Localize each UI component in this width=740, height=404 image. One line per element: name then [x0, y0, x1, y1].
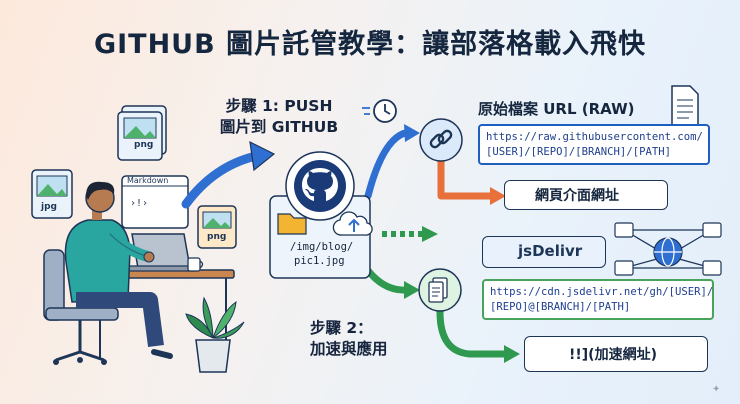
jpg-label: jpg	[41, 202, 57, 212]
jsdelivr-badge	[482, 236, 606, 268]
png-label-right: png	[207, 232, 227, 242]
person-at-desk-illustration	[43, 181, 235, 365]
jsdelivr-url-box[interactable]: https://cdn.jsdelivr.net/gh/[USER]/ [REP…	[482, 279, 714, 320]
markdown-title: Markdown	[127, 176, 169, 185]
web-url-label: 網頁介面網址	[535, 188, 619, 204]
step1-label: 步驟 1: PUSH 圖片到 GITHUB	[214, 96, 344, 138]
png-file-icon-top	[117, 105, 167, 161]
raw-url-line2: [USER]/[REPO]/[BRANCH]/[PATH]	[486, 145, 671, 158]
step1-line2: 圖片到 GITHUB	[219, 118, 339, 136]
repo-path-line2: pic1.jpg	[294, 255, 345, 267]
png-label-top: png	[134, 140, 154, 150]
final-accelerated-url-pill: !!](加速網址)	[524, 336, 708, 372]
jpg-file-icon	[31, 169, 73, 219]
link-icon	[419, 118, 463, 162]
step2-label: 步驟 2： 加速與應用	[310, 318, 430, 360]
repo-path: /img/blog/ pic1.jpg	[290, 240, 353, 268]
sparkle-watermark-icon: ✦	[712, 384, 721, 395]
plant-illustration	[185, 296, 245, 373]
web-url-pill: 網頁介面網址	[504, 180, 668, 210]
cdn-network-icon	[614, 222, 722, 276]
folder-icon	[277, 213, 307, 235]
step2-line1: 步驟 2：	[310, 319, 373, 337]
page-title: GITHUB 圖片託管教學：讓部落格載入飛快	[93, 29, 647, 60]
final-label: !!](加速網址)	[569, 347, 657, 363]
raw-url-box[interactable]: https://raw.githubusercontent.com/ [USER…	[478, 124, 710, 165]
github-logo-icon	[285, 151, 355, 221]
document-copy-icon	[418, 268, 462, 312]
step2-line2: 加速與應用	[310, 340, 388, 358]
raw-file-document-icon	[671, 85, 699, 127]
markdown-snippet: ›!›	[130, 198, 149, 209]
repo-path-line1: /img/blog/	[290, 241, 354, 253]
clock-icon	[362, 99, 397, 123]
jsdelivr-url-line2: [REPO]@[BRANCH]/[PATH]	[490, 300, 631, 313]
raw-section-title: 原始檔案 URL (RAW)	[478, 100, 635, 118]
step1-line1: 步驟 1: PUSH	[225, 97, 333, 115]
raw-url-line1: https://raw.githubusercontent.com/	[486, 131, 703, 143]
jsdelivr-url-line1: https://cdn.jsdelivr.net/gh/[USER]/	[490, 286, 714, 298]
png-file-icon-right	[197, 205, 237, 249]
jsdelivr-name: jsDelivr	[518, 242, 583, 260]
cloud-upload-icon	[332, 211, 373, 236]
